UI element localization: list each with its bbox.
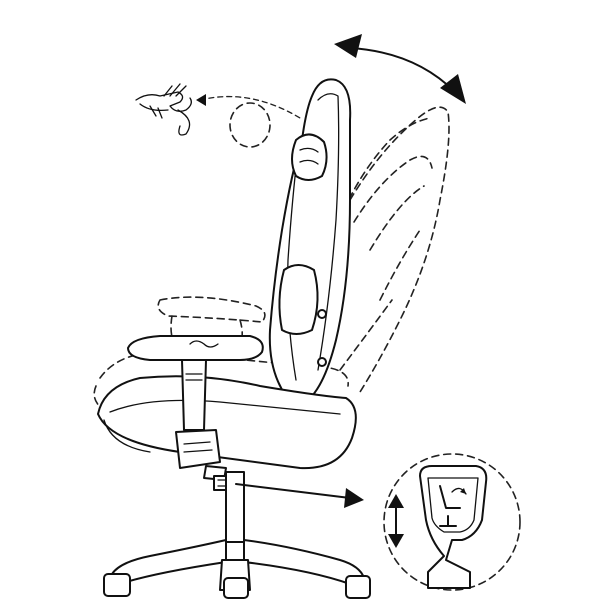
tilt-mechanism	[175, 429, 227, 481]
hand-motion-path	[199, 95, 301, 119]
reclined-backrest-outline	[339, 106, 450, 393]
gas-lift	[225, 471, 245, 543]
star-base	[103, 539, 371, 599]
curved-double-arrow-icon	[334, 34, 466, 104]
pointer-arrow-icon	[235, 483, 364, 508]
hand-pull-icon	[135, 83, 192, 136]
caster-left	[103, 573, 131, 597]
hand-motion-arrowhead	[196, 94, 206, 106]
lever-detail-icon	[383, 453, 521, 591]
adjust-knob-lower	[317, 357, 327, 367]
chair-recline-symbol-icon	[439, 485, 467, 527]
ghost-hand-outline	[229, 102, 271, 148]
vertical-double-arrow-icon	[388, 494, 404, 548]
caster-right	[345, 575, 371, 599]
adjust-knob-upper	[317, 309, 327, 319]
backrest	[268, 78, 352, 397]
caster-middle	[223, 577, 249, 599]
